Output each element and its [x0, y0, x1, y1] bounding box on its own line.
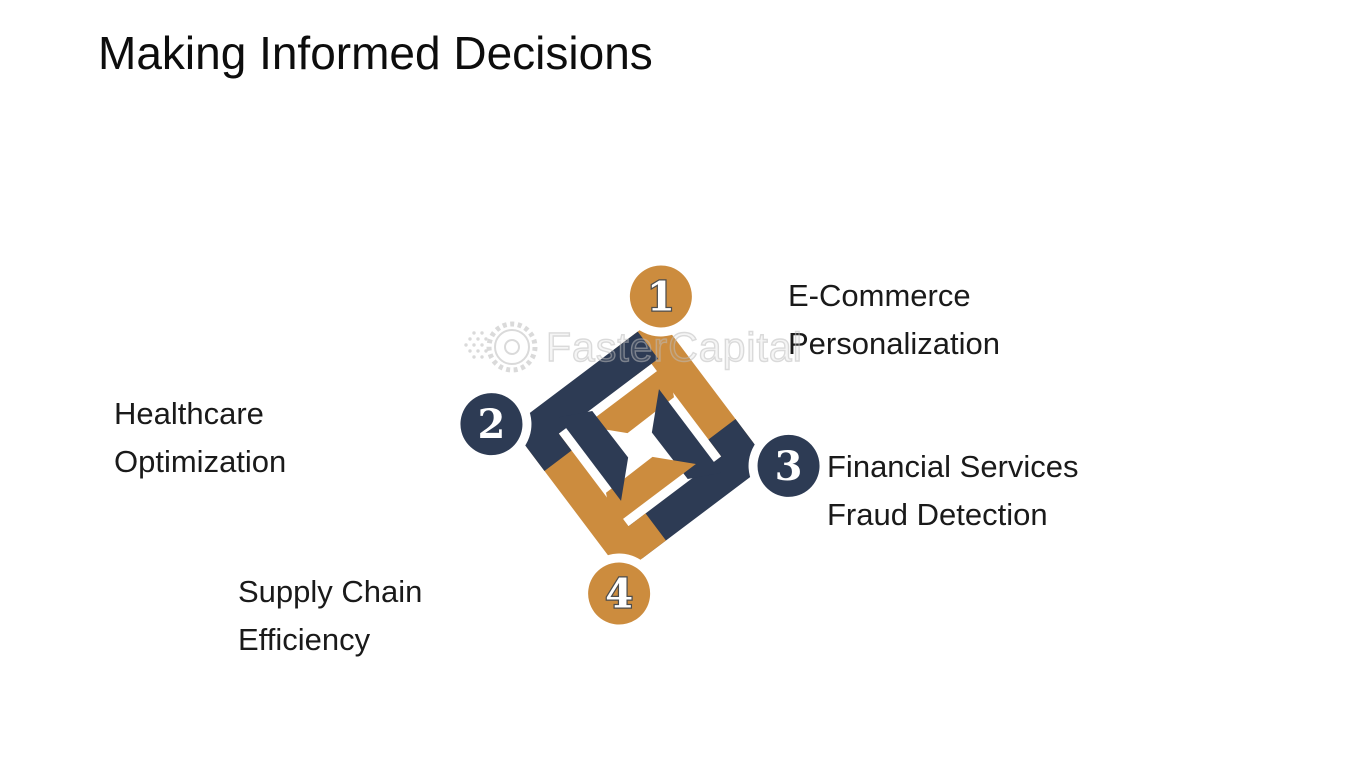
step-circle-1 [629, 265, 692, 328]
step-number-3: 3 [775, 443, 803, 490]
label-ecommerce-personalization: E-Commerce Personalization [788, 278, 1000, 362]
pinwheel-diagram: 1 2 3 4 [451, 256, 829, 634]
step-number-1: 1 [647, 273, 675, 320]
step-circle-2 [460, 393, 523, 456]
page-title: Making Informed Decisions [98, 27, 653, 79]
step-circle-4 [588, 562, 651, 625]
step-number-4: 4 [605, 571, 633, 618]
label-financial-services-fraud-detection: Financial Services Fraud Detection [827, 449, 1079, 533]
label-healthcare-optimization: Healthcare Optimization [114, 396, 287, 480]
step-circle-3 [757, 434, 820, 497]
label-supply-chain-efficiency: Supply Chain Efficiency [238, 574, 423, 658]
step-number-2: 2 [478, 401, 506, 448]
